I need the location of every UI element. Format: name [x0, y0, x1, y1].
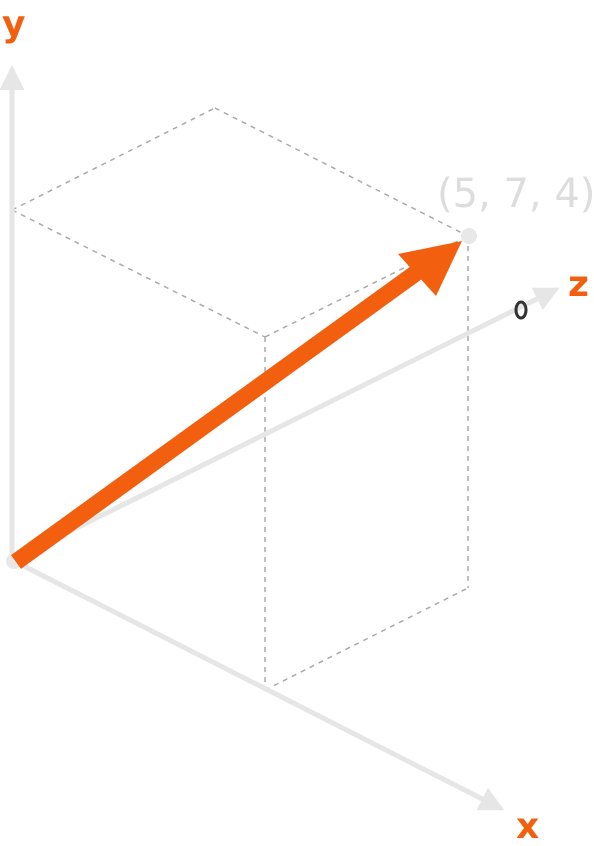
rotation-marker-icon	[514, 300, 528, 320]
z-axis	[9, 287, 560, 563]
guide-line	[264, 235, 469, 338]
guide-line	[11, 209, 266, 338]
guide-line	[214, 107, 469, 237]
guide-line	[264, 587, 469, 691]
z-axis-label: z	[568, 264, 589, 305]
point-label: (5, 7, 4)	[437, 171, 594, 217]
vector-shaft	[11, 263, 425, 569]
x-axis	[9, 557, 505, 811]
target-point	[461, 228, 477, 244]
guide-line	[11, 107, 216, 211]
x-axis-label: x	[516, 806, 539, 846]
guide-box	[11, 107, 469, 691]
vector-arrow	[11, 241, 462, 569]
vector-arrowhead	[398, 241, 462, 296]
axes	[0, 65, 560, 811]
y-axis-label: y	[2, 4, 25, 45]
